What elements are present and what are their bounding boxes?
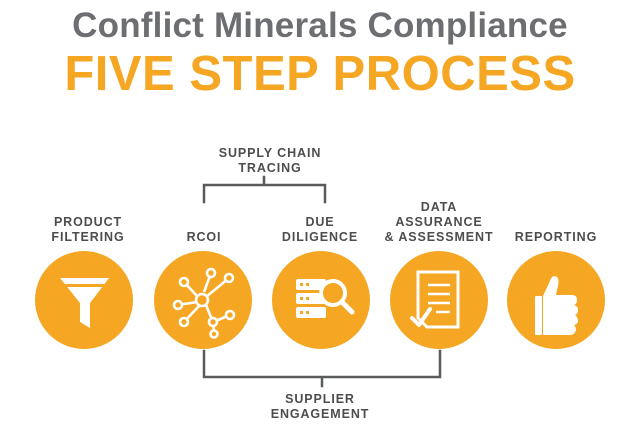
step-label-data-assurance: DATA ASSURANCE & ASSESSMENT [384,200,494,244]
thumbs-up-icon [535,276,578,335]
page-title: Conflict Minerals Compliance [72,6,568,45]
supply-chain-tracing-label: SUPPLY CHAIN TRACING [218,146,322,175]
page-subtitle: FIVE STEP PROCESS [64,47,576,101]
step-label-due-diligence: DUE DILIGENCE [281,215,359,244]
step-label-product-filtering: PRODUCT FILTERING [51,215,125,244]
supply-chain-bracket [202,175,327,204]
funnel-icon [60,278,109,328]
step-label-rcoi: RCOI [186,230,222,244]
checklist-document-icon [410,270,460,329]
step-circle-data-assurance [390,251,488,349]
network-nodes-icon [172,267,236,339]
supplier-engagement-label: SUPPLIER ENGAGEMENT [270,392,370,421]
step-label-reporting: REPORTING [514,230,598,244]
supplier-engagement-bracket [202,349,442,388]
database-search-icon [296,279,355,318]
